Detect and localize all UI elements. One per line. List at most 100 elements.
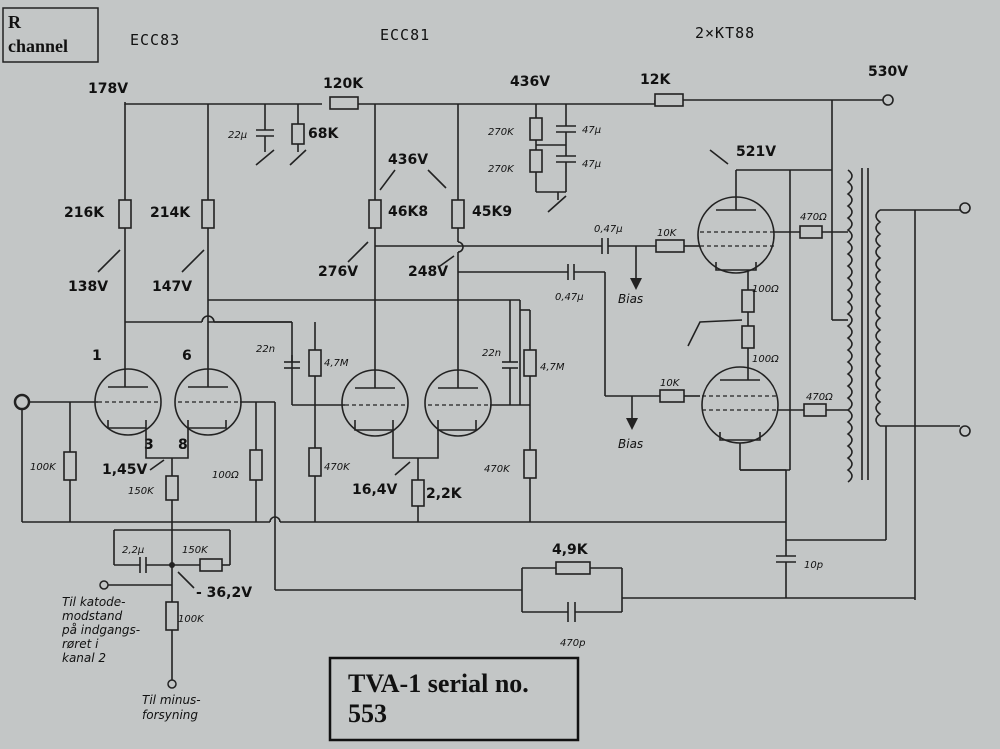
voltage-neg-36-2v: - 36,2V [196, 585, 252, 601]
minus-supply-terminal [167, 679, 177, 689]
resistor-470ohm-a-label: 470Ω [800, 212, 827, 223]
resistor-68k-label: 68K [308, 126, 339, 142]
voltage-138v: 138V [68, 279, 108, 295]
voltage-248v: 248V [408, 264, 448, 280]
input-jack[interactable] [13, 393, 31, 411]
resistor-270k-a-label: 270K [488, 127, 515, 138]
katode-note-line-3: på indgangs- [61, 623, 140, 637]
katode-note-line-5: kanal 2 [62, 651, 106, 665]
resistor-100k-low-label: 100K [178, 614, 205, 625]
resistor-100k-input [63, 451, 77, 481]
resistor-10k-a-label: 10K [657, 228, 678, 239]
resistor-270k-b-label: 270K [488, 164, 515, 175]
resistor-470ohm-b [803, 403, 827, 417]
katode-note: Til katode- modstand på indgangs- røret … [61, 595, 140, 665]
katode-note-line-1: Til katode- [62, 595, 126, 609]
resistor-100ohm-b [741, 325, 755, 349]
speaker-terminal-common[interactable] [959, 425, 971, 437]
voltage-276v: 276V [318, 264, 358, 280]
cap-22n-a-label: 22n [256, 344, 275, 355]
bias-label-2: Bias [618, 437, 643, 451]
cap-22n-b-label: 22n [482, 348, 501, 359]
tube-label-1: 1 [92, 348, 102, 364]
bias-arrow-1 [630, 278, 642, 290]
voltage-521v: 521V [736, 144, 776, 160]
resistor-12k [654, 93, 684, 107]
resistor-470k-b-label: 470K [484, 464, 511, 475]
supply-rail [124, 94, 894, 106]
resistor-150k-b [199, 558, 223, 572]
katode-note-line-2: modstand [62, 609, 123, 623]
voltage-16-4v: 16,4V [352, 482, 398, 498]
resistor-2-2k [411, 479, 425, 507]
tube-label-6: 6 [182, 348, 192, 364]
cap-47u-a-label: 47µ [582, 125, 601, 136]
resistor-470k-a-label: 470K [324, 462, 351, 473]
cap-47u-b-label: 47µ [582, 159, 601, 170]
voltage-147v: 147V [152, 279, 192, 295]
katode-terminal [99, 580, 109, 590]
resistor-270k-b [529, 149, 543, 173]
voltage-1-45v: 1,45V [102, 462, 148, 478]
title-line2: 553 [348, 699, 387, 728]
resistor-100ohm-b-label: 100Ω [752, 354, 779, 365]
resistor-150k-a-label: 150K [128, 486, 155, 497]
minus-note-line-2: forsyning [142, 708, 198, 722]
resistor-214k [201, 199, 215, 229]
resistor-10k-a [655, 239, 685, 253]
resistor-214k-label: 214K [150, 205, 191, 221]
resistor-4-7m-a-label: 4,7M [324, 358, 349, 369]
voltage-530v: 530V [868, 64, 908, 80]
title-box: TVA-1 serial no. 553 [328, 656, 580, 742]
resistor-2-2k-label: 2,2K [426, 486, 463, 502]
title-line1: TVA-1 serial no. [348, 669, 529, 698]
cap-047u-a-label: 0,47µ [594, 224, 623, 235]
speaker-terminal-hot[interactable] [959, 202, 971, 214]
resistor-470ohm-b-label: 470Ω [806, 392, 833, 403]
resistor-120k-label: 120K [323, 76, 364, 92]
minus-note-line-1: Til minus- [142, 693, 201, 707]
bias-label-1: Bias [618, 292, 643, 306]
channel-label-line1: R [8, 12, 22, 32]
output-transformer [846, 168, 960, 600]
ecc83-header: ECC83 [130, 31, 180, 49]
tube-ecc81-b [424, 369, 492, 437]
resistor-4-9k-label: 4,9K [552, 542, 589, 558]
resistor-270k-a [529, 117, 543, 141]
channel-label-box: R channel [2, 7, 99, 63]
resistor-4-7m-b [523, 349, 537, 377]
pin-label-8: 8 [178, 437, 188, 453]
resistor-100ohm-cathode [249, 449, 263, 481]
resistor-470ohm-a [799, 225, 823, 239]
tube-kt88-upper [697, 170, 775, 274]
resistor-68k [291, 123, 305, 145]
resistor-10k-b-label: 10K [660, 378, 681, 389]
bias-arrow-2 [626, 418, 638, 430]
katode-note-line-4: røret i [62, 637, 99, 651]
pin-label-3: 3 [144, 437, 154, 453]
resistor-150k-b-label: 150K [182, 545, 209, 556]
tube-ecc81-a [341, 369, 409, 437]
resistor-4-7m-a [308, 349, 322, 377]
resistor-46k8-label: 46K8 [388, 204, 428, 220]
channel-label-line2: channel [8, 36, 68, 56]
resistor-100ohm-cathode-label: 100Ω [212, 470, 239, 481]
cap-470p-label: 470p [560, 638, 585, 649]
ecc81-header: ECC81 [380, 26, 430, 44]
kt88-header: 2×KT88 [695, 24, 755, 42]
voltage-436v-mid: 436V [388, 152, 428, 168]
voltage-178v: 178V [88, 81, 128, 97]
cap-22u-label: 22µ [228, 130, 247, 141]
tube-ecc83-6 [174, 368, 242, 436]
resistor-100ohm-a-label: 100Ω [752, 284, 779, 295]
resistor-100k-low [165, 601, 179, 631]
resistor-100k-input-label: 100K [30, 462, 57, 473]
cap-10p-label: 10p [804, 560, 823, 571]
resistor-470k-a [308, 447, 322, 477]
tube-ecc83-1 [94, 368, 162, 436]
resistor-120k [329, 96, 359, 110]
resistor-4-9k [555, 561, 591, 575]
resistor-12k-label: 12K [640, 72, 671, 88]
resistor-150k-a [165, 475, 179, 501]
